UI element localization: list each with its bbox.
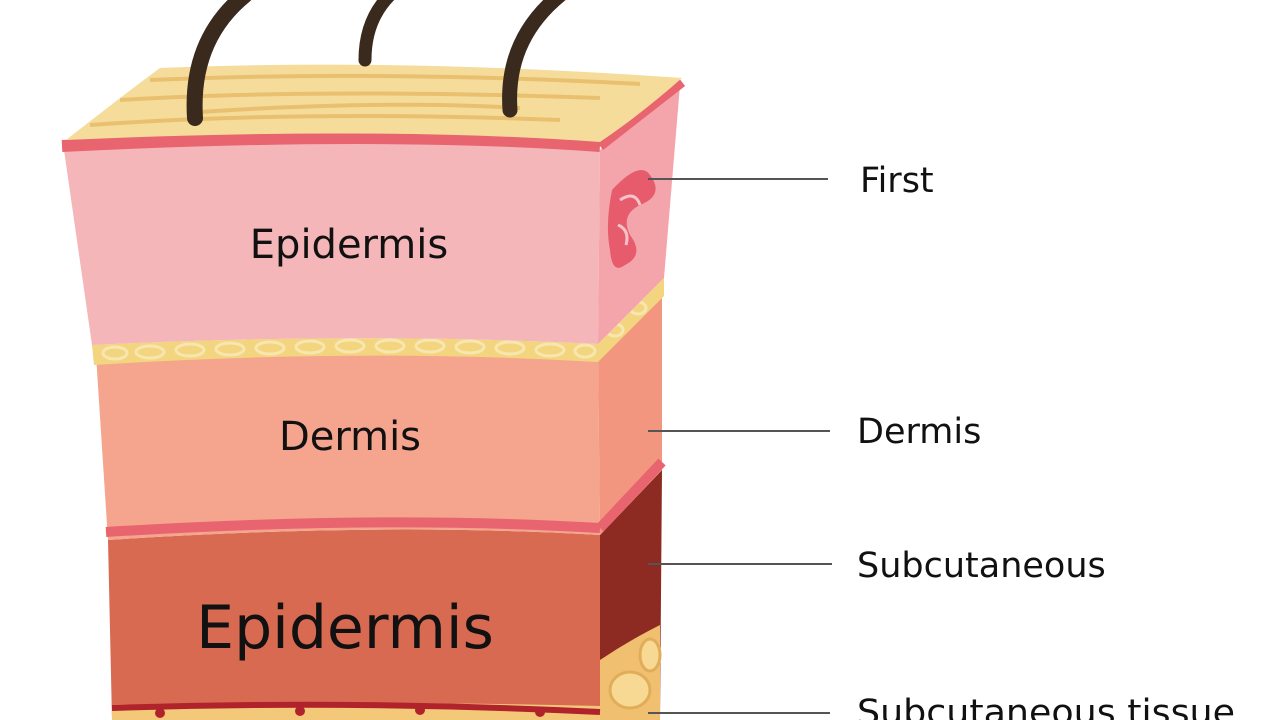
- layer-label-bottom: Epidermis: [196, 593, 494, 663]
- hairs: [186, 0, 566, 126]
- bottom-layer: [108, 470, 662, 720]
- skin-surface: [66, 64, 682, 142]
- middle-layer: [96, 290, 666, 540]
- callout-label-subcutaneous-tissue: Subcutaneous tissue: [857, 693, 1235, 720]
- top-layer: [61, 78, 686, 345]
- callout-label-first: First: [860, 161, 934, 201]
- layer-label-top: Epidermis: [250, 222, 448, 268]
- layer-label-middle: Dermis: [279, 414, 421, 460]
- leader-lines: [648, 178, 832, 714]
- callout-label-subcutaneous: Subcutaneous: [857, 546, 1106, 586]
- callout-label-dermis: Dermis: [857, 412, 981, 452]
